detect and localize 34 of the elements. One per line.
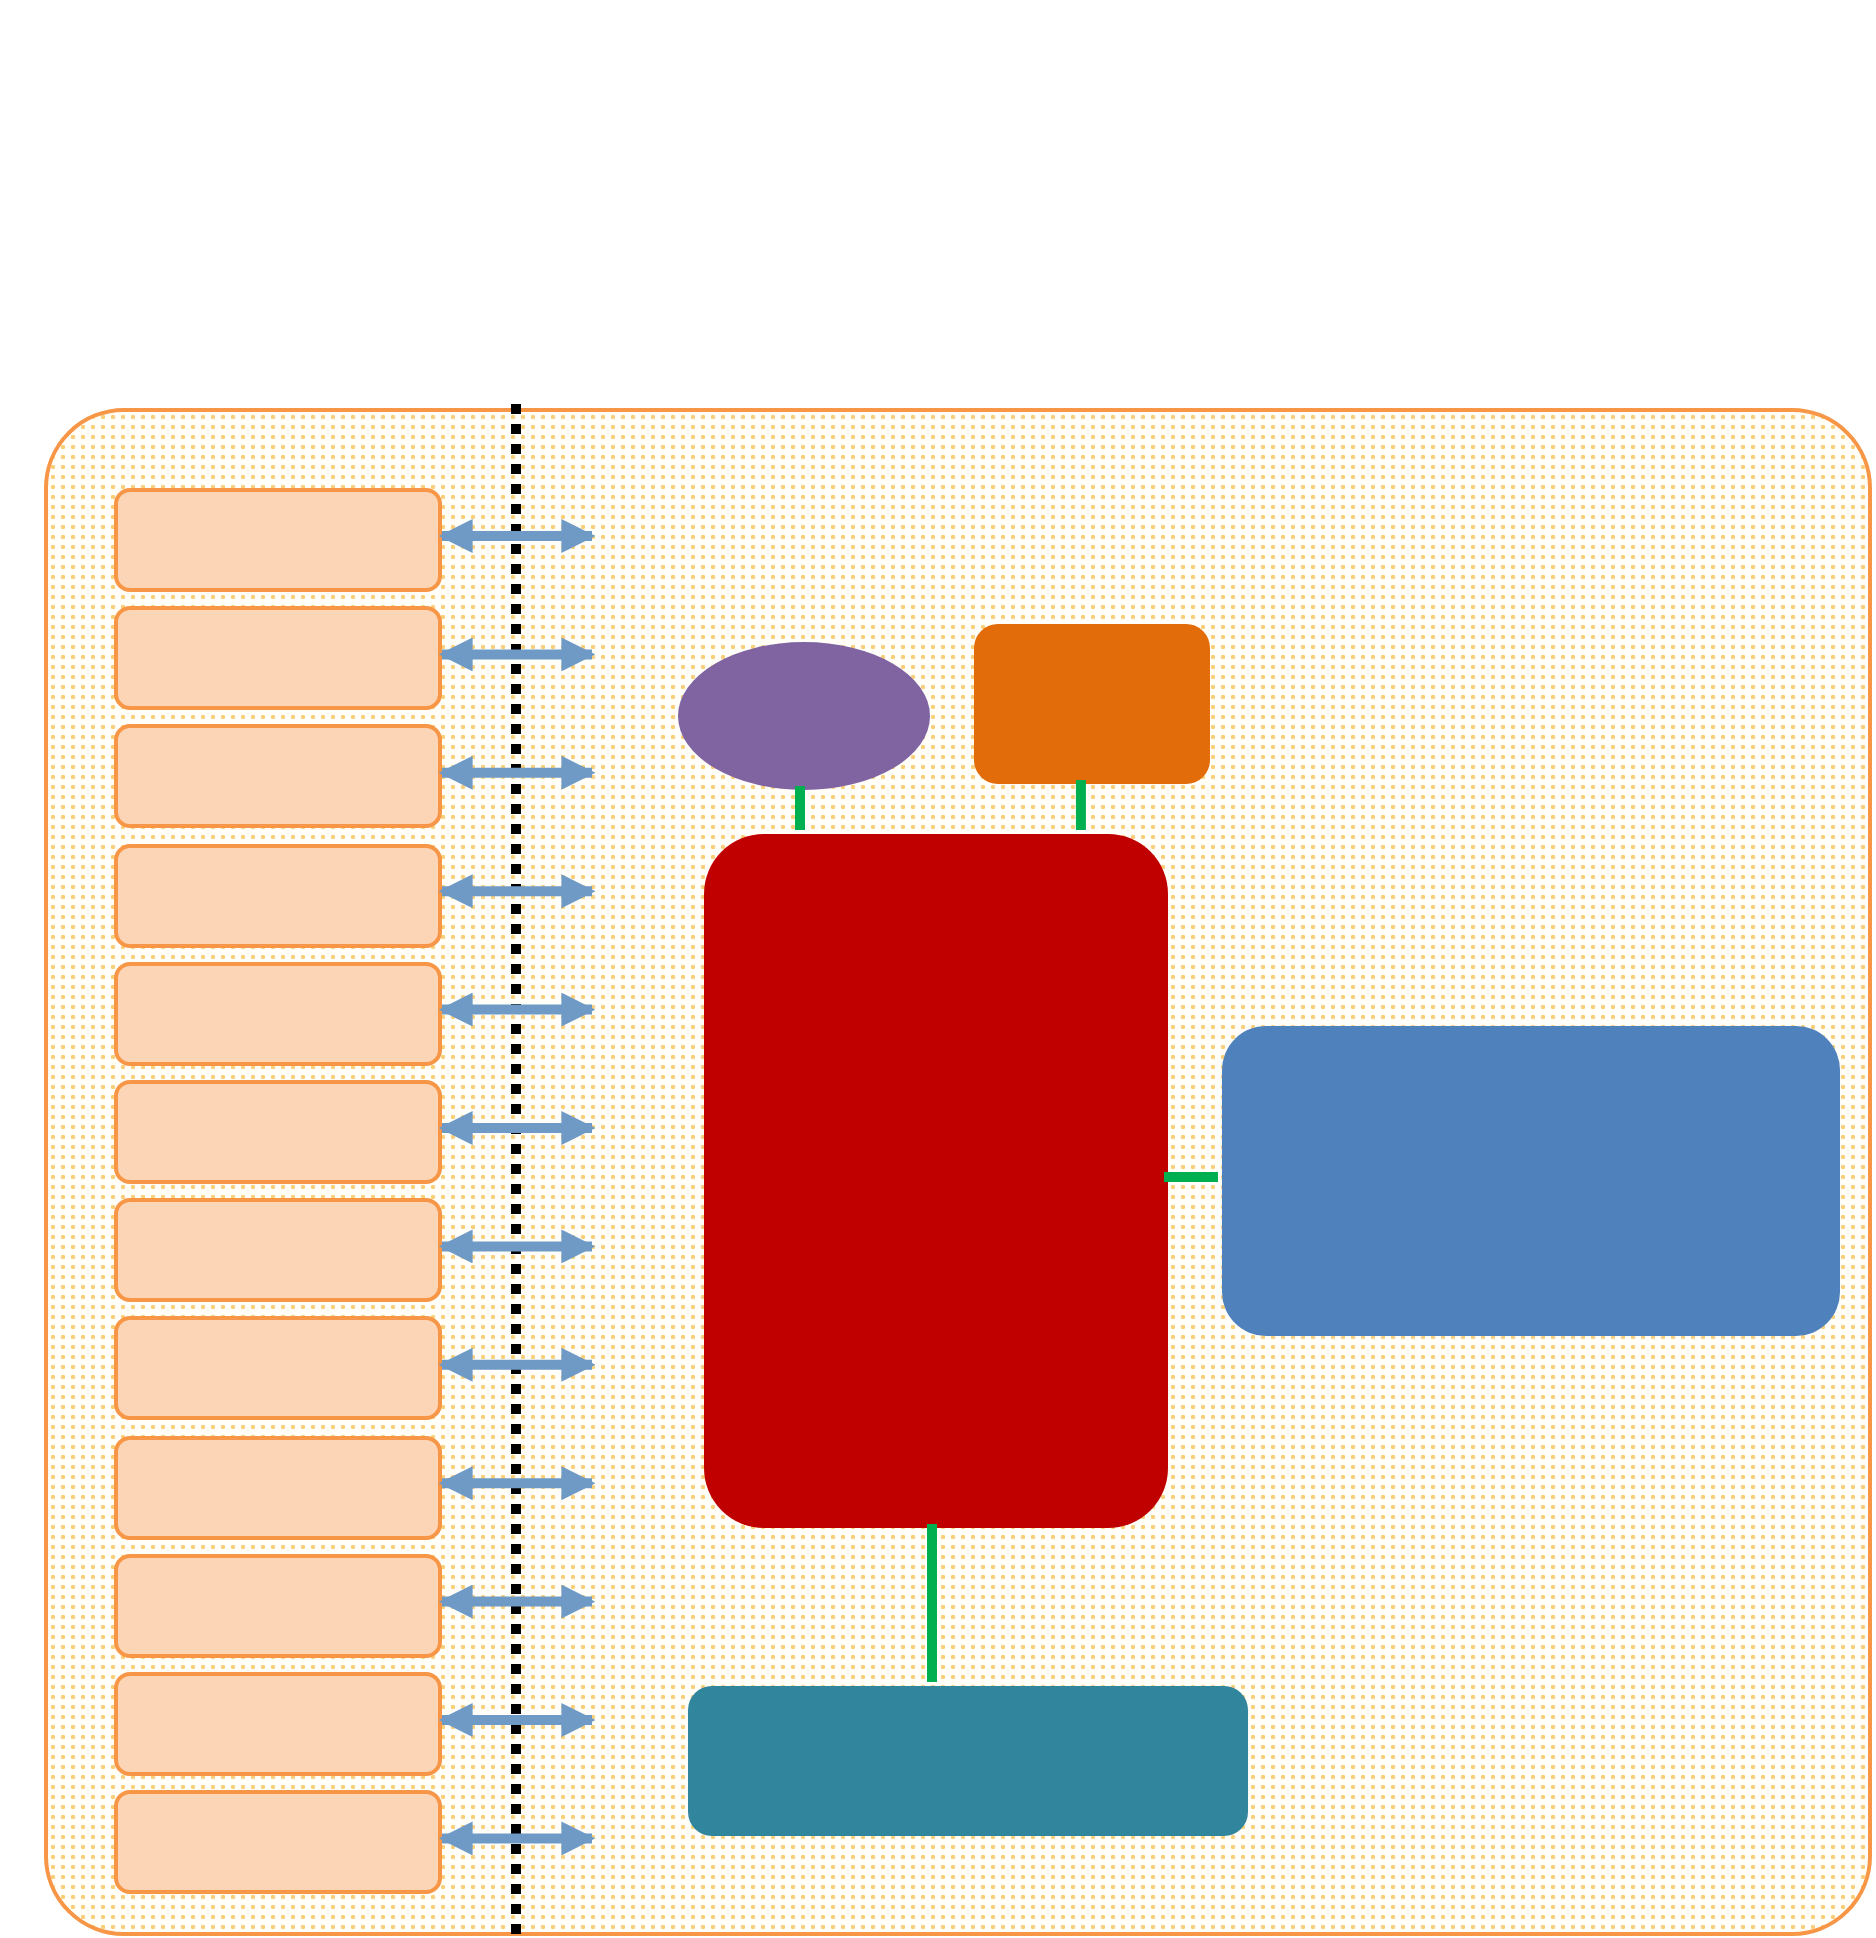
double-arrow — [438, 992, 596, 1027]
process-box — [114, 843, 442, 948]
process-box — [114, 724, 442, 829]
process-box — [114, 1553, 442, 1658]
connector-line — [795, 786, 805, 830]
process-box — [704, 834, 1168, 1528]
double-arrow — [438, 1111, 596, 1145]
double-arrow — [438, 1703, 596, 1737]
double-arrow — [438, 1347, 596, 1382]
process-box — [114, 606, 442, 711]
double-arrow — [438, 1229, 596, 1264]
connector-line — [927, 1524, 937, 1682]
double-arrow — [438, 1584, 596, 1619]
process-box — [688, 1686, 1248, 1836]
double-arrow — [438, 1821, 596, 1856]
process-box — [114, 1080, 442, 1184]
process-box — [1222, 1026, 1840, 1336]
ellipse-node — [678, 642, 930, 790]
double-arrow — [438, 637, 596, 672]
process-box — [114, 961, 442, 1066]
double-arrow — [438, 519, 596, 553]
connector-line — [1164, 1172, 1218, 1182]
process-box — [114, 1672, 442, 1776]
double-arrow — [438, 755, 596, 790]
panel-background — [44, 408, 1872, 1936]
process-box — [114, 1316, 442, 1421]
double-arrow — [438, 874, 596, 909]
process-box — [114, 1790, 442, 1895]
process-box — [114, 1198, 442, 1303]
process-box — [974, 624, 1210, 784]
process-box — [114, 1435, 442, 1540]
connector-line — [1075, 780, 1086, 830]
process-box — [114, 488, 442, 592]
double-arrow — [438, 1466, 596, 1501]
